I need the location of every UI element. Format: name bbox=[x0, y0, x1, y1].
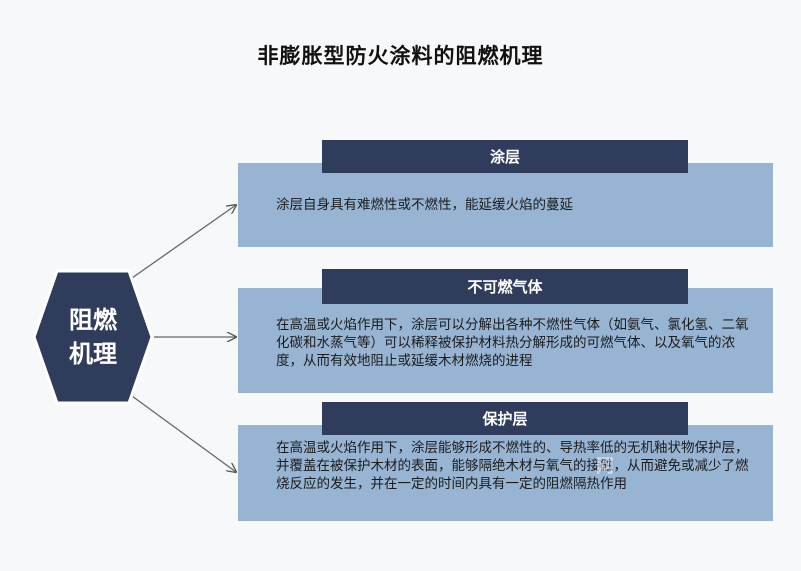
coating-header: 涂层 bbox=[322, 140, 688, 173]
protective-layer-panel bbox=[238, 425, 773, 521]
arrow-to-protective-layer bbox=[131, 395, 236, 472]
nonflammable-gas-header: 不可燃气体 bbox=[322, 269, 688, 304]
center-label: 阻燃 机理 bbox=[69, 306, 117, 368]
arrow-to-coating bbox=[131, 205, 236, 279]
nonflammable-gas-text: 在高温或火焰作用下，涂层可以分解出各种不燃性气体（如氨气、氯化氢、二氧化碳和水蒸… bbox=[276, 317, 749, 369]
coating-panel bbox=[238, 163, 773, 247]
footer-blank bbox=[0, 521, 801, 571]
watermark: 网 bbox=[596, 456, 614, 477]
coating-text: 涂层自身具有难燃性或不燃性，能延缓火焰的蔓延 bbox=[276, 197, 573, 213]
protective-layer-text: 在高温或火焰作用下，涂层能够形成不燃性的、导热率低的无机釉状物保护层，并覆盖在被… bbox=[276, 440, 749, 492]
protective-layer-header: 保护层 bbox=[322, 402, 688, 435]
nonflammable-gas-panel bbox=[238, 288, 773, 393]
diagram-title: 非膨胀型防火涂料的阻燃机理 bbox=[257, 44, 544, 68]
center-hexagon: 阻燃 机理 bbox=[32, 269, 154, 405]
